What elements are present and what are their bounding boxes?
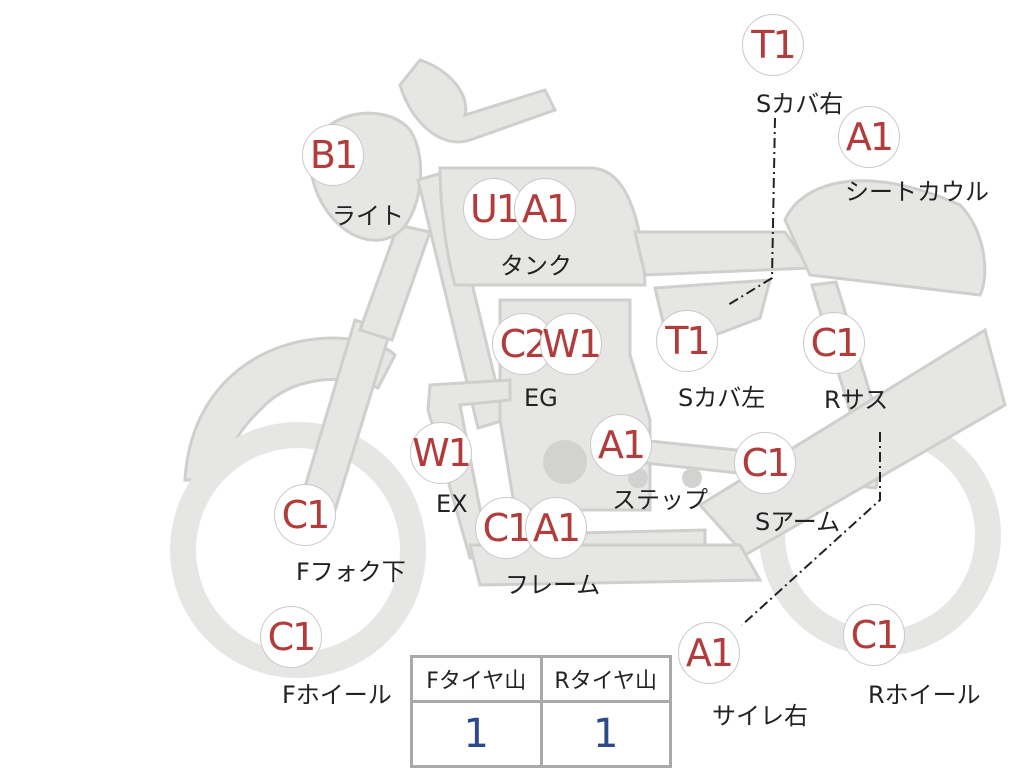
label-tank: タンク xyxy=(500,252,572,280)
table-header-row: Fタイヤ山 Rタイヤ山 xyxy=(410,655,672,703)
label-rwheel: Rホイール xyxy=(868,681,981,709)
code-badge-sarm: C1 xyxy=(734,432,796,494)
label-ffork: Fフォク下 xyxy=(296,558,406,586)
code-badge-ex: W1 xyxy=(410,422,472,484)
label-seatcowl: シートカウル xyxy=(845,178,989,206)
code-badge-scover-r: T1 xyxy=(742,14,804,76)
label-frame: フレーム xyxy=(505,571,601,599)
label-fwheel: Fホイール xyxy=(282,681,392,709)
code-badge-frame-a: A1 xyxy=(525,497,587,559)
label-scover-l: Sカバ左 xyxy=(678,384,766,412)
code-badge-tank-u: U1 xyxy=(463,178,525,240)
seat-cowl xyxy=(783,179,987,297)
exhaust-pipe xyxy=(426,378,707,560)
leader-line-silencer xyxy=(741,432,881,626)
code-badge-scover-l: T1 xyxy=(656,310,718,372)
label-silencer: サイレ右 xyxy=(712,702,808,730)
silencer xyxy=(697,327,1007,557)
code-badge-eg-w: W1 xyxy=(540,313,602,375)
label-step: ステップ xyxy=(612,486,708,514)
seat xyxy=(633,230,813,277)
engine-cover xyxy=(543,440,587,484)
label-light: ライト xyxy=(332,202,404,230)
label-eg: EG xyxy=(524,384,558,412)
value-rear-tire: 1 xyxy=(539,700,672,768)
label-rsus: Rサス xyxy=(824,386,889,414)
header-front-tire: Fタイヤ山 xyxy=(410,655,543,703)
label-scover-r: Sカバ右 xyxy=(756,90,844,118)
code-badge-rsus: C1 xyxy=(803,312,865,374)
code-badge-silencer: A1 xyxy=(678,622,740,684)
footpeg-right xyxy=(682,468,702,488)
code-badge-rwheel: C1 xyxy=(843,604,905,666)
code-badge-step: A1 xyxy=(590,414,652,476)
code-badge-seatcowl: A1 xyxy=(838,106,900,168)
handlebar xyxy=(398,58,558,144)
code-badge-fwheel: C1 xyxy=(260,606,322,668)
table-row: 1 1 xyxy=(410,700,672,768)
label-sarm: Sアーム xyxy=(755,508,841,536)
leader-line-scover-r xyxy=(727,117,776,306)
code-badge-ffork: C1 xyxy=(274,484,336,546)
tire-tread-table: Fタイヤ山 Rタイヤ山 1 1 xyxy=(410,655,672,768)
header-rear-tire: Rタイヤ山 xyxy=(539,655,672,703)
value-front-tire: 1 xyxy=(410,700,543,768)
code-badge-tank-a: A1 xyxy=(514,178,576,240)
label-ex: EX xyxy=(436,490,468,518)
fork-upper xyxy=(358,223,432,342)
code-badge-light: B1 xyxy=(302,124,364,186)
